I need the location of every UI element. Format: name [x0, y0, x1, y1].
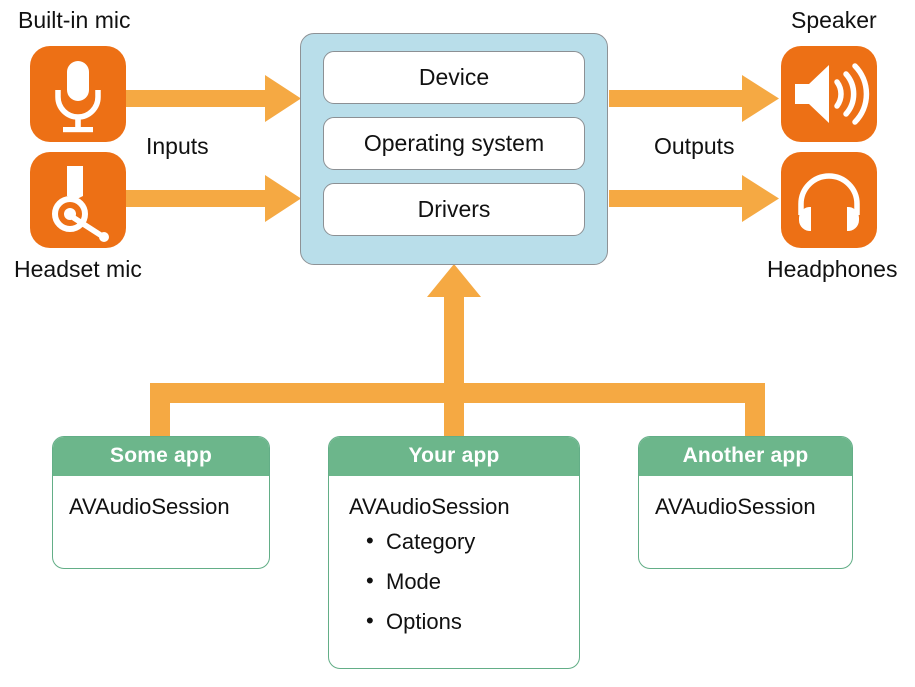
app-card-another-app-session: AVAudioSession	[655, 494, 816, 519]
app-card-your-app-body: AVAudioSession Category Mode Options	[329, 476, 579, 635]
app-card-another-app-title: Another app	[639, 437, 852, 476]
label-headset-mic: Headset mic	[14, 256, 142, 282]
app-property-mode: Mode	[366, 568, 579, 595]
label-outputs-flow: Outputs	[654, 133, 735, 159]
output-arrow-headphones	[609, 175, 779, 222]
speaker-icon	[781, 46, 877, 142]
label-headphones: Headphones	[767, 256, 898, 282]
stack-layer-device: Device	[323, 51, 585, 104]
app-card-your-app-properties: Category Mode Options	[329, 528, 579, 635]
input-arrow-builtin-mic	[126, 75, 301, 122]
headset-mic-icon	[30, 152, 126, 248]
app-card-another-app: Another app AVAudioSession	[638, 436, 853, 569]
app-card-your-app: Your app AVAudioSession Category Mode Op…	[328, 436, 580, 669]
stack-layer-operating-system-label: Operating system	[363, 130, 545, 156]
app-card-your-app-session: AVAudioSession	[349, 494, 510, 519]
app-card-some-app-title: Some app	[53, 437, 269, 476]
app-card-some-app-body: AVAudioSession	[53, 476, 269, 520]
input-arrow-headset-mic	[126, 175, 301, 222]
microphone-icon	[30, 46, 126, 142]
label-built-in-mic: Built-in mic	[18, 7, 131, 33]
app-card-your-app-title: Your app	[329, 437, 579, 476]
app-card-another-app-body: AVAudioSession	[639, 476, 852, 520]
stack-layer-drivers-label: Drivers	[417, 196, 491, 222]
system-stack-container: Device Operating system Drivers	[300, 33, 608, 265]
stack-layer-drivers: Drivers	[323, 183, 585, 236]
app-property-options: Options	[366, 608, 579, 635]
stack-layer-operating-system: Operating system	[323, 117, 585, 170]
app-card-some-app-session: AVAudioSession	[69, 494, 230, 519]
stack-layer-device-label: Device	[418, 64, 490, 90]
apps-connector-bus	[150, 264, 765, 439]
output-arrow-speaker	[609, 75, 779, 122]
headphones-icon	[781, 152, 877, 248]
label-inputs-flow: Inputs	[146, 133, 209, 159]
app-card-some-app: Some app AVAudioSession	[52, 436, 270, 569]
app-property-category: Category	[366, 528, 579, 555]
label-speaker: Speaker	[791, 7, 877, 33]
